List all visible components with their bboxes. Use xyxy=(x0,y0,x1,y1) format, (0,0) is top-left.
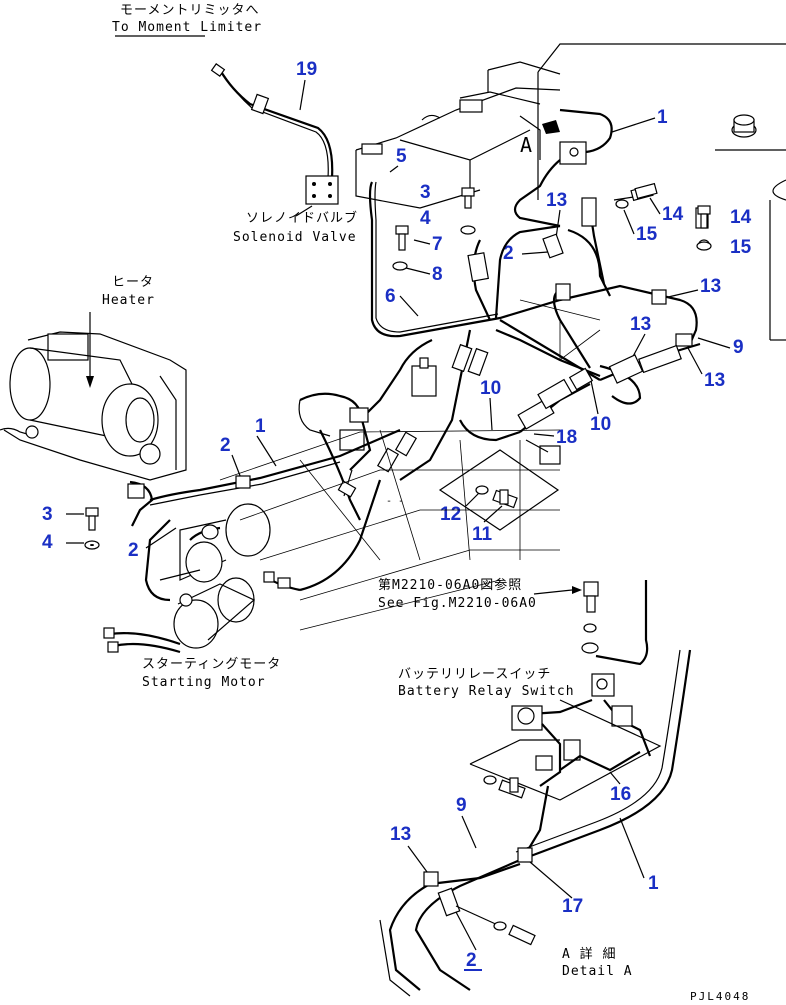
solenoid-label-en: Solenoid Valve xyxy=(233,230,357,245)
bolt-7 xyxy=(395,225,409,251)
callout-13-d: 13 xyxy=(704,370,725,391)
callout-3-top: 3 xyxy=(420,182,431,203)
see-fig-label-en: See Fig.M2210-06A0 xyxy=(378,596,537,611)
drawing-code: PJL4048 xyxy=(690,990,750,1003)
callout-18: 18 xyxy=(556,427,577,448)
fuel-tank xyxy=(537,43,786,341)
heater-label-jp: ヒータ xyxy=(112,275,154,290)
moment-limiter-cable xyxy=(115,35,339,217)
callout-13-a: 13 xyxy=(546,190,567,211)
washer-15-right xyxy=(696,241,712,251)
see-fig-arrow xyxy=(533,586,582,595)
callout-15-a: 15 xyxy=(636,224,658,245)
washer-12 xyxy=(475,485,489,495)
battery-relay-parts xyxy=(469,580,662,801)
starting-motor xyxy=(103,480,271,654)
callout-14-b: 14 xyxy=(730,207,752,228)
ghost-grid xyxy=(219,299,601,631)
starting-motor-label-jp: スターティングモータ xyxy=(142,657,281,672)
solenoid-label-jp: ソレノイドバルブ xyxy=(246,210,358,226)
callout-10-a: 10 xyxy=(480,378,501,399)
bolt-14-mid xyxy=(634,182,658,200)
harness-1-main xyxy=(149,428,401,592)
leader-lines xyxy=(66,79,731,951)
callout-12: 12 xyxy=(440,504,461,525)
moment-limiter-label-jp: モーメントリミッタへ xyxy=(120,3,259,18)
callout-10-b: 10 xyxy=(590,414,611,435)
starting-motor-label-en: Starting Motor xyxy=(142,675,266,690)
callout-1-detail: 1 xyxy=(648,873,659,894)
bolt-14-right xyxy=(697,205,711,229)
callout-2-detail: 2 xyxy=(466,950,477,971)
callout-9-detail: 9 xyxy=(456,795,467,816)
callout-5: 5 xyxy=(396,146,407,167)
callout-1-top: 1 xyxy=(657,107,668,128)
washer-4-left xyxy=(84,540,100,550)
callout-13-e: 13 xyxy=(390,824,411,845)
callout-17: 17 xyxy=(562,896,583,917)
callout-16: 16 xyxy=(610,784,631,805)
battery-boxes xyxy=(355,61,561,209)
callout-7: 7 xyxy=(432,234,443,255)
moment-limiter-label-en: To Moment Limiter xyxy=(112,20,262,35)
detail-harness xyxy=(379,649,692,997)
battery-relay-label-en: Battery Relay Switch xyxy=(398,684,575,699)
bolt-3-top xyxy=(461,187,475,209)
callout-3-left: 3 xyxy=(42,504,53,525)
callout-13-b: 13 xyxy=(700,276,721,297)
callout-8: 8 xyxy=(432,264,443,285)
washer-15-mid xyxy=(615,199,629,209)
detail-label-jp: A 詳 細 xyxy=(562,946,616,962)
heater xyxy=(0,312,187,481)
bolt-3-left xyxy=(85,507,99,531)
bolt-11 xyxy=(492,489,518,509)
plane-guide-center xyxy=(438,449,560,531)
callout-6: 6 xyxy=(385,286,396,307)
callout-1-mid: 1 xyxy=(255,416,266,437)
heater-label-en: Heater xyxy=(102,293,155,308)
battery-relay-label-jp: バッテリリレースイッチ xyxy=(398,667,551,682)
callout-2-left: 2 xyxy=(128,540,139,561)
callout-13-c: 13 xyxy=(630,314,651,335)
center-harness: - - xyxy=(298,328,601,521)
small-mark: - - xyxy=(386,496,404,507)
callout-4-top: 4 xyxy=(420,208,431,229)
callout-2-mid: 2 xyxy=(220,435,231,456)
see-fig-label-jp: 第M2210-06A0図参照 xyxy=(378,577,522,593)
solenoid-valve xyxy=(513,108,613,228)
washer-4-top xyxy=(460,225,476,235)
callout-14-a: 14 xyxy=(662,204,684,225)
cable-9 xyxy=(599,342,701,405)
callout-19: 19 xyxy=(296,59,317,80)
callout-9-right: 9 xyxy=(733,337,744,358)
callout-2-top: 2 xyxy=(503,243,514,264)
callout-11: 11 xyxy=(472,524,493,545)
view-marker-a: A xyxy=(520,133,532,157)
washer-8 xyxy=(392,261,408,271)
detail-label-en: Detail A xyxy=(562,964,633,979)
callout-15-b: 15 xyxy=(730,237,752,258)
callout-4-left: 4 xyxy=(42,532,53,553)
